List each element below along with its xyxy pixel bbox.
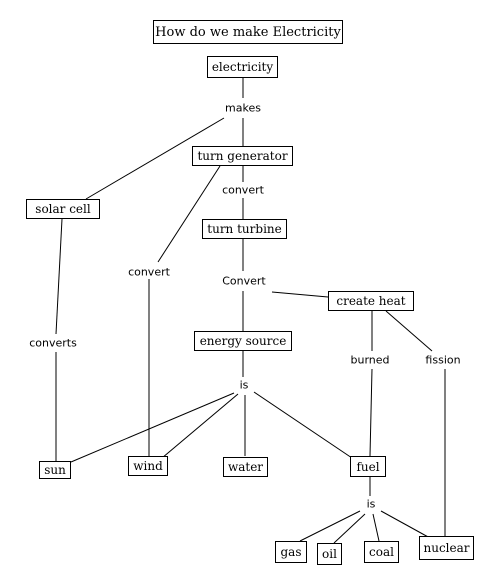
edge-is-oil bbox=[333, 513, 366, 544]
node-energy-source: energy source bbox=[194, 331, 292, 351]
node-oil: oil bbox=[317, 543, 342, 565]
edge-is-coal bbox=[372, 513, 380, 542]
edge-heat-convert bbox=[271, 291, 329, 298]
edge-is-fuel bbox=[253, 391, 353, 459]
edge-is-sun bbox=[70, 392, 235, 463]
node-turn-turbine: turn turbine bbox=[202, 219, 287, 239]
edge-is-nuclear bbox=[380, 510, 431, 539]
node-solar-cell: solar cell bbox=[26, 199, 100, 219]
node-water: water bbox=[223, 457, 268, 477]
edge-is-gas bbox=[299, 510, 361, 542]
node-nuclear: nuclear bbox=[419, 536, 474, 560]
diagram-title: How do we make Electricity bbox=[153, 20, 343, 44]
node-wind: wind bbox=[128, 456, 168, 476]
edge-makes-solar-cell bbox=[85, 117, 225, 200]
label-converts: converts bbox=[28, 336, 78, 350]
edge-solar-converts bbox=[55, 218, 63, 335]
label-is-fuel: is bbox=[365, 497, 377, 511]
node-coal: coal bbox=[364, 541, 399, 563]
node-electricity: electricity bbox=[207, 56, 278, 78]
edge-heat-fission bbox=[385, 310, 433, 352]
node-create-heat: create heat bbox=[328, 291, 414, 311]
node-gas: gas bbox=[275, 541, 307, 563]
label-is-source: is bbox=[238, 378, 250, 392]
node-fuel: fuel bbox=[350, 456, 386, 477]
node-turn-generator: turn generator bbox=[192, 146, 293, 166]
label-convert-generator: convert bbox=[221, 183, 265, 197]
label-fission: fission bbox=[424, 353, 462, 367]
label-convert-wind: convert bbox=[127, 265, 171, 279]
label-burned: burned bbox=[349, 353, 391, 367]
edge-generator-convert-wind bbox=[157, 165, 221, 263]
edge-is-wind bbox=[161, 393, 239, 459]
label-makes: makes bbox=[224, 101, 262, 115]
edge-burned-fuel bbox=[369, 368, 373, 457]
node-sun: sun bbox=[39, 461, 71, 479]
label-convert-heat: Convert bbox=[221, 274, 267, 288]
